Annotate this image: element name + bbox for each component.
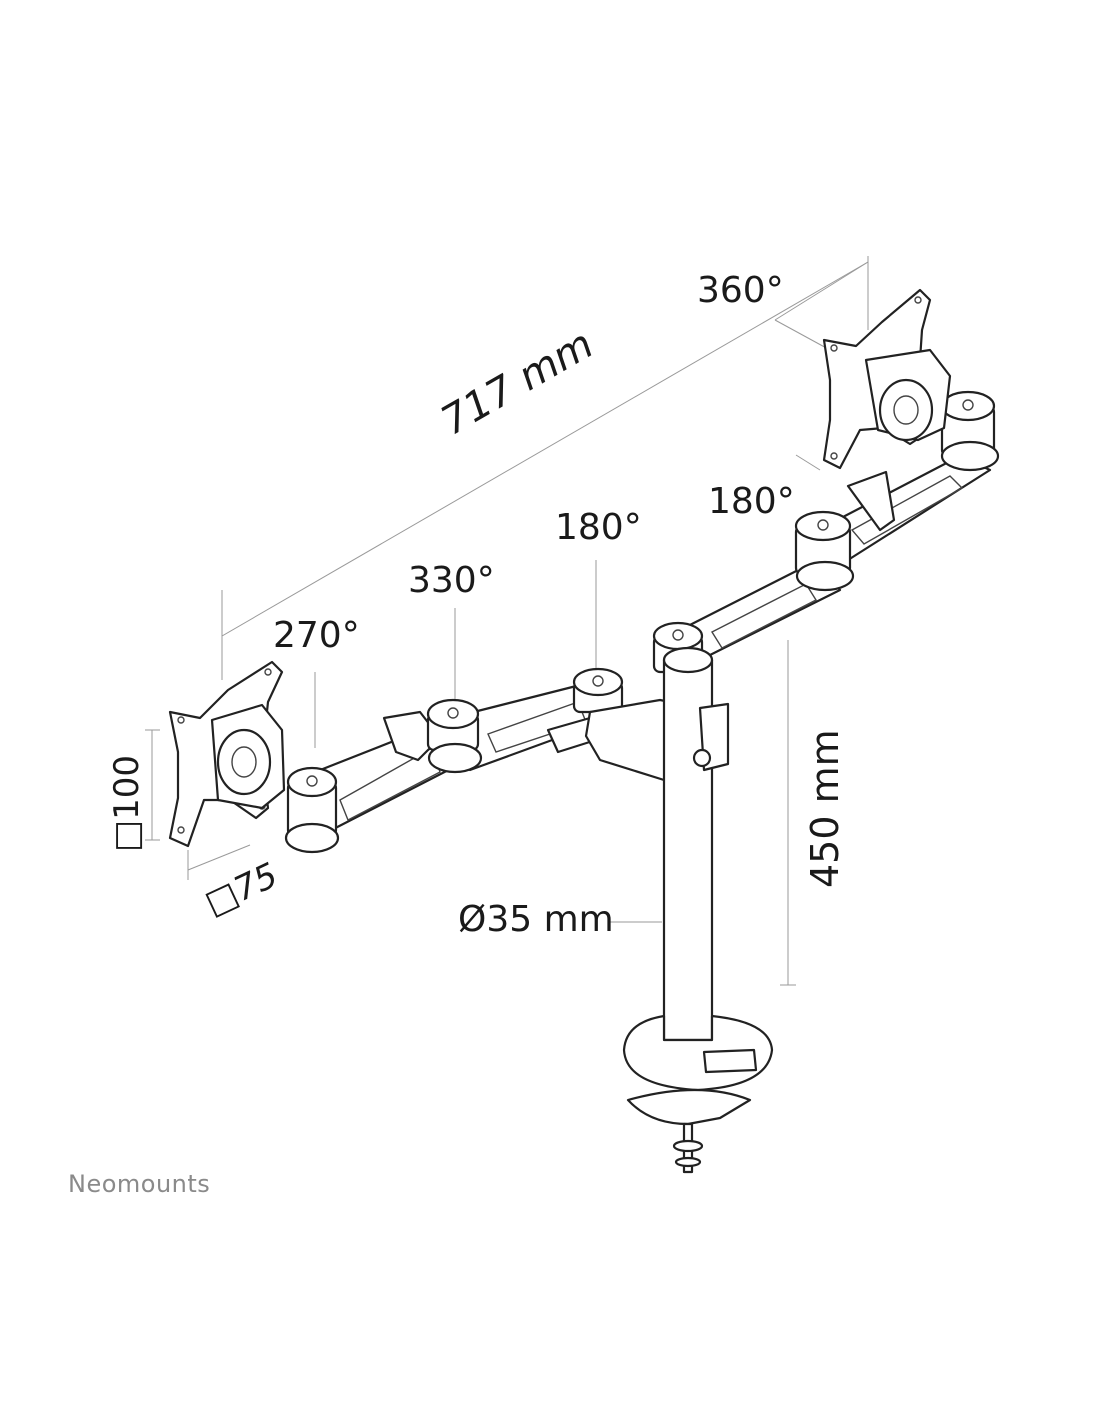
joint-left-arm bbox=[426, 698, 483, 774]
right-arm bbox=[652, 390, 1000, 674]
label-rotation-left-display: 270° bbox=[273, 615, 360, 656]
right-vesa-plate bbox=[822, 288, 952, 470]
label-rotation-right-display: 360° bbox=[697, 270, 784, 311]
joint-right-display bbox=[940, 390, 1000, 472]
label-pole-height: 450 mm bbox=[803, 729, 847, 888]
joint-center-left bbox=[572, 667, 624, 714]
brand-logo-text: Neomounts bbox=[68, 1170, 211, 1198]
joint-left-display bbox=[284, 766, 340, 854]
label-rotation-right-arm: 180° bbox=[708, 481, 795, 522]
dimension-lines bbox=[145, 256, 869, 986]
label-vesa-height: □100 bbox=[107, 754, 147, 852]
label-rotation-center: 180° bbox=[555, 507, 642, 548]
joint-right-arm bbox=[794, 510, 855, 592]
left-arm bbox=[284, 667, 624, 854]
pole-assembly bbox=[584, 646, 774, 1174]
label-pole-diameter: Ø35 mm bbox=[458, 899, 614, 940]
label-rotation-left-arm: 330° bbox=[408, 560, 495, 601]
left-vesa-plate bbox=[168, 660, 286, 848]
